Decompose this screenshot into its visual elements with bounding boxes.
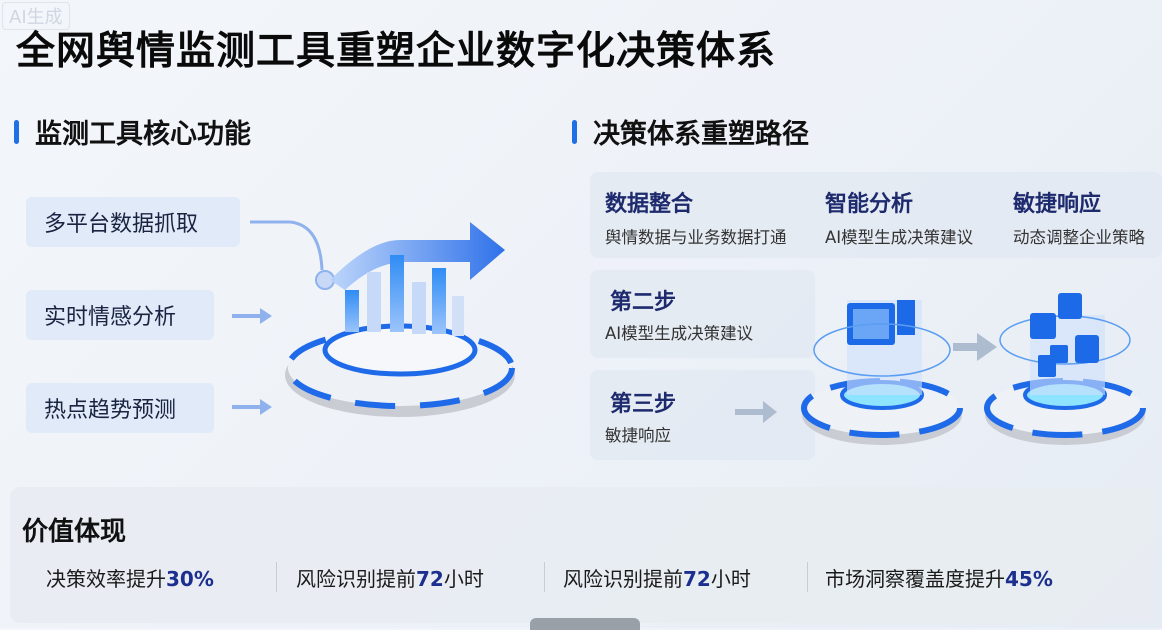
decision-illustration — [735, 293, 1146, 445]
metric-label: 风险识别提前 — [296, 567, 416, 591]
accent-bar — [572, 119, 577, 144]
divider — [807, 562, 808, 592]
pillar-desc: AI模型生成决策建议 — [825, 228, 974, 247]
metric-label: 市场洞察覆盖度提升 — [825, 567, 1005, 591]
bar-chart-icon — [345, 255, 464, 336]
platform-disk — [801, 300, 963, 445]
metric-label: 决策效率提升 — [46, 567, 166, 591]
pillar: 数据整合舆情数据与业务数据打通 — [605, 186, 787, 248]
metric-item: 风险识别提前72小时 — [563, 563, 751, 592]
feature-item: 热点趋势预测 — [26, 383, 214, 433]
value-panel: 价值体现 — [10, 487, 1155, 623]
divider — [544, 562, 545, 592]
section-heading-core-functions: 监测工具核心功能 — [14, 112, 251, 151]
arrow-icon — [232, 308, 272, 415]
feature-item: 实时情感分析 — [26, 290, 214, 340]
arrow-icon — [735, 333, 997, 423]
scroll-handle[interactable] — [530, 618, 640, 630]
metric-value: 72 — [416, 567, 444, 591]
metric-item: 市场洞察覆盖度提升45% — [825, 563, 1053, 592]
metric-label: 风险识别提前 — [563, 567, 683, 591]
watermark: AI生成 — [2, 2, 70, 30]
feature-item: 多平台数据抓取 — [26, 197, 240, 247]
page-title: 全网舆情监测工具重塑企业数字化决策体系 — [16, 29, 777, 74]
step-title: 第二步 — [610, 290, 677, 315]
step-card: 第二步 AI模型生成决策建议 — [590, 270, 815, 358]
trend-arrow-icon — [330, 222, 505, 290]
pillar: 敏捷响应动态调整企业策略 — [1013, 186, 1145, 248]
pillar-title: 敏捷响应 — [1013, 192, 1102, 217]
metric-unit: 小时 — [443, 567, 484, 591]
pillar-desc: 舆情数据与业务数据打通 — [605, 228, 787, 247]
step-title: 第三步 — [610, 392, 677, 417]
pillars-card: 数据整合舆情数据与业务数据打通 智能分析 AI模型生成决策建议 敏捷响应动态调整企… — [590, 172, 1162, 258]
metric-value: 30% — [166, 567, 214, 591]
step-desc: AI模型生成决策建议 — [605, 324, 754, 343]
metric-value: 45% — [1005, 567, 1053, 591]
metric-item: 风险识别提前72小时 — [296, 563, 484, 592]
arrow-icon — [250, 220, 335, 290]
heading-text: 监测工具核心功能 — [35, 119, 251, 150]
blocks-icon — [1030, 293, 1099, 377]
divider — [276, 562, 277, 592]
section-heading-decision-path: 决策体系重塑路径 — [572, 112, 809, 151]
analytics-illustration — [232, 220, 515, 417]
step-card: 第三步 敏捷响应 — [590, 370, 815, 460]
step-desc: 敏捷响应 — [605, 426, 671, 445]
heading-text: 决策体系重塑路径 — [593, 119, 809, 150]
pillar-desc: 动态调整企业策略 — [1013, 228, 1145, 247]
value-heading: 价值体现 — [22, 517, 127, 547]
pillar-title: 数据整合 — [605, 192, 694, 217]
metric-unit: 小时 — [710, 567, 751, 591]
accent-bar — [14, 119, 19, 144]
metric-item: 决策效率提升30% — [46, 563, 214, 592]
platform-disk — [984, 293, 1146, 445]
pillar: 智能分析 AI模型生成决策建议 — [825, 186, 973, 248]
metric-value: 72 — [683, 567, 711, 591]
pillar-title: 智能分析 — [825, 192, 914, 217]
